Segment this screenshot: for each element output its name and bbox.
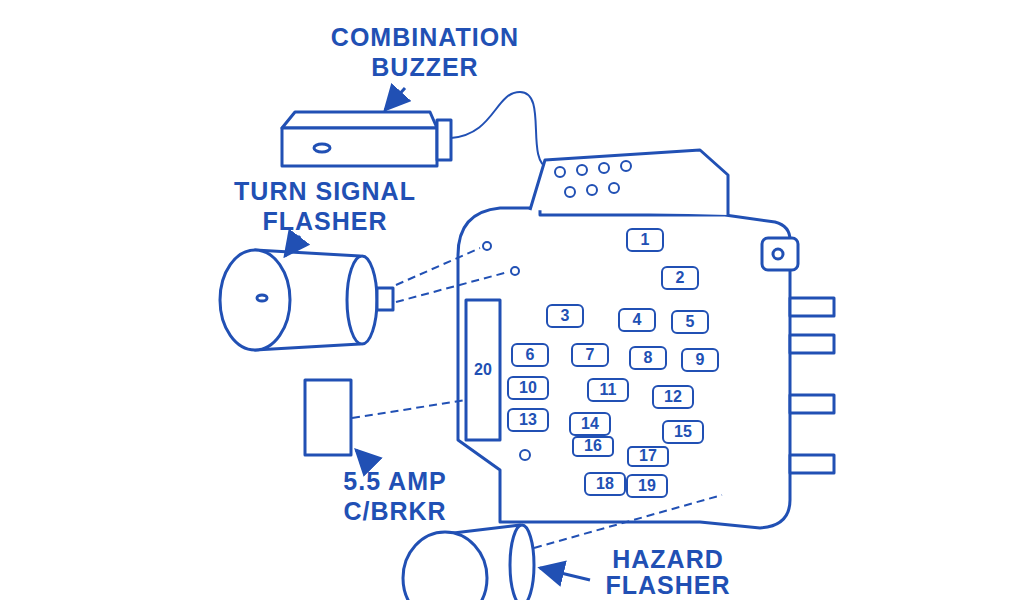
pin: [577, 165, 587, 175]
flasher-cap: [347, 256, 377, 344]
fuse-number: 14: [581, 415, 599, 433]
fuse-slot: [627, 475, 667, 497]
fuse-slot: [653, 386, 693, 408]
fuse-number: 8: [644, 349, 653, 367]
pointer-arrow: [356, 450, 372, 466]
pointer-arrow: [540, 568, 590, 580]
fuse-number: 3: [561, 307, 570, 325]
hazard-cap: [510, 525, 534, 600]
buzzer-mark: [314, 144, 330, 152]
fuse-number: 20: [474, 361, 492, 379]
part-name: COMBINATION BUZZER: [280, 22, 570, 82]
fuse-number: 9: [696, 351, 705, 369]
mount-tab: [762, 238, 798, 270]
hazard-end: [403, 532, 487, 600]
rib: [790, 395, 834, 413]
socket-hole: [511, 267, 519, 275]
fuse-slot: [682, 349, 718, 371]
pin: [599, 163, 609, 173]
fuse-number: 10: [519, 379, 537, 397]
fuse-slot: [512, 344, 548, 366]
fuse-number: 13: [519, 411, 537, 429]
fuse-number: 4: [633, 311, 642, 329]
pointer-arrow: [285, 236, 300, 256]
fuse-slot: [628, 447, 668, 466]
buzzer-plug: [437, 120, 451, 160]
socket-hole: [520, 450, 530, 460]
fuse-number: 17: [639, 447, 657, 465]
fuse-slot: [572, 344, 608, 366]
buzzer-top: [282, 112, 437, 128]
fuse-block-housing: [458, 208, 790, 528]
fuse-number: 11: [600, 381, 617, 399]
part-name: HAZARD FLASHER: [553, 546, 783, 598]
rib: [790, 455, 834, 473]
flasher-mark: [257, 295, 267, 301]
fuse-slot: [663, 421, 703, 443]
leader-line: [396, 248, 480, 285]
fuse-slot: [630, 347, 666, 369]
rib: [790, 298, 834, 316]
fuse-number: 2: [676, 269, 685, 287]
fuse-number: 7: [586, 346, 595, 364]
fuse-slot: [588, 379, 628, 401]
pin: [555, 167, 565, 177]
fuse-slot: [585, 473, 625, 495]
part-name: 5.5 AMP C/BRKR: [300, 466, 490, 526]
fuse-slot: [573, 437, 613, 456]
pin: [609, 183, 619, 193]
fuse-slot: [570, 413, 610, 435]
fuse-number: 18: [596, 475, 614, 493]
leader-line: [352, 400, 466, 418]
fuse-slot: [547, 305, 583, 327]
flasher-end: [220, 250, 290, 350]
fuse-slot: [619, 309, 655, 331]
fuse-number: 15: [674, 423, 692, 441]
fuse-slot: [508, 409, 548, 431]
fuse-number: 5: [686, 313, 695, 331]
connector-housing: [530, 150, 728, 215]
buzzer-body: [282, 128, 437, 166]
fuse-slot: [672, 311, 708, 333]
pointer-arrow: [385, 88, 405, 110]
fuse-slot: [627, 229, 663, 251]
socket-hole: [483, 242, 491, 250]
mount-hole: [773, 249, 783, 259]
buzzer-wire: [451, 92, 548, 168]
fuse-number: 1: [641, 231, 650, 249]
pin: [565, 187, 575, 197]
fuse-number: 19: [638, 477, 656, 495]
part-name: TURN SIGNAL FLASHER: [195, 176, 455, 236]
fuse-number: 16: [584, 437, 602, 455]
breaker-slot: [466, 300, 500, 440]
flasher-hub: [377, 288, 393, 310]
fuse-slot: [662, 267, 698, 289]
pin: [621, 161, 631, 171]
rib: [790, 335, 834, 353]
pin: [587, 185, 597, 195]
leader-line: [534, 495, 722, 548]
breaker-body: [305, 380, 351, 455]
fuse-slot: [508, 377, 548, 399]
fuse-number: 12: [664, 388, 682, 406]
fuse-number: 6: [526, 346, 535, 364]
leader-line: [396, 272, 508, 302]
